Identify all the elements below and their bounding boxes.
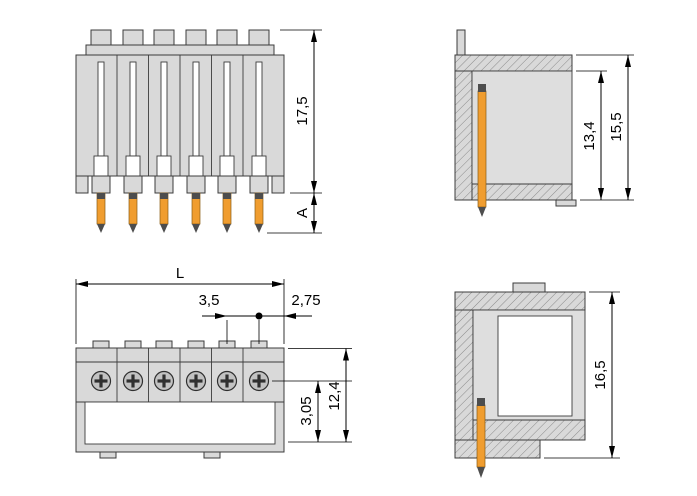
front-view-top: 17,5 A bbox=[75, 29, 322, 234]
dimension-contact-offset: 3,05 bbox=[272, 380, 352, 443]
contact bbox=[122, 370, 144, 392]
dim-label-inner-height: 13,4 bbox=[581, 121, 598, 150]
cavity-opening bbox=[497, 315, 573, 417]
solder-pin bbox=[128, 192, 138, 233]
pin-bosses bbox=[75, 175, 285, 194]
dimension-total-height-variant: 16,5 bbox=[544, 291, 620, 459]
side-view-top: 13,4 15,5 bbox=[454, 29, 634, 217]
solder-pin bbox=[96, 192, 106, 233]
dimension-height: 17,5 bbox=[280, 29, 322, 194]
latch-bump bbox=[512, 282, 546, 293]
contacts bbox=[90, 370, 270, 392]
dimension-inner-height: 13,4 bbox=[576, 70, 634, 201]
dimension-height-bottom-view: 12,4 bbox=[288, 348, 352, 442]
locking-tab bbox=[456, 29, 466, 56]
dim-label-total-height-variant: 16,5 bbox=[592, 360, 609, 389]
housing-top-tabs bbox=[92, 340, 268, 349]
side-view-bottom: 16,5 bbox=[454, 282, 620, 478]
dim-label-contact-offset: 3,05 bbox=[298, 396, 315, 425]
solder-pins bbox=[96, 192, 264, 233]
dim-label-pin-length: A bbox=[294, 208, 311, 218]
section-bottom-wall bbox=[471, 183, 573, 201]
contact bbox=[185, 370, 207, 392]
dim-label-total-width: L bbox=[176, 265, 184, 282]
solder-pin bbox=[254, 192, 264, 233]
divider-walls bbox=[116, 362, 244, 402]
dim-label-height: 17,5 bbox=[294, 96, 311, 125]
dim-label-edge-to-pin: 2,75 bbox=[291, 292, 320, 309]
divider-walls bbox=[116, 55, 244, 176]
section-top-lip bbox=[454, 54, 573, 72]
contact-slots bbox=[93, 61, 267, 177]
contact bbox=[216, 370, 238, 392]
dimension-pitch: 3,5 2,75 bbox=[199, 292, 321, 344]
housing-top-strip bbox=[85, 44, 275, 56]
section-left-wall bbox=[454, 70, 473, 201]
dimension-pin-length: A bbox=[267, 193, 322, 234]
front-view-bottom: L 3,5 2,75 3,05 12,4 bbox=[75, 265, 352, 459]
bottom-tab bbox=[203, 451, 221, 459]
solder-pin-side bbox=[476, 398, 486, 478]
section-foot bbox=[454, 439, 541, 459]
housing-cavity bbox=[471, 70, 573, 185]
dim-label-height-bottom-view: 12,4 bbox=[326, 381, 343, 410]
section-left-wall bbox=[454, 309, 474, 441]
contact bbox=[90, 370, 112, 392]
shroud-opening bbox=[84, 401, 276, 445]
section-top-lip bbox=[454, 291, 586, 311]
solder-pin bbox=[159, 192, 169, 233]
strip-ticks bbox=[116, 348, 244, 362]
solder-pin-side bbox=[477, 84, 487, 217]
housing-top-tabs bbox=[90, 29, 270, 46]
pcb-foot bbox=[555, 199, 577, 207]
dim-label-total-height: 15,5 bbox=[608, 112, 625, 141]
dimension-total-width: L bbox=[75, 265, 285, 344]
section-bottom-wall bbox=[472, 419, 586, 441]
contact bbox=[153, 370, 175, 392]
dimension-total-height: 15,5 bbox=[576, 54, 634, 200]
dim-label-pitch: 3,5 bbox=[199, 292, 220, 309]
bottom-tab bbox=[99, 451, 117, 459]
contact bbox=[248, 370, 270, 392]
solder-pin bbox=[191, 192, 201, 233]
solder-pin bbox=[222, 192, 232, 233]
datum-dot bbox=[255, 312, 263, 320]
